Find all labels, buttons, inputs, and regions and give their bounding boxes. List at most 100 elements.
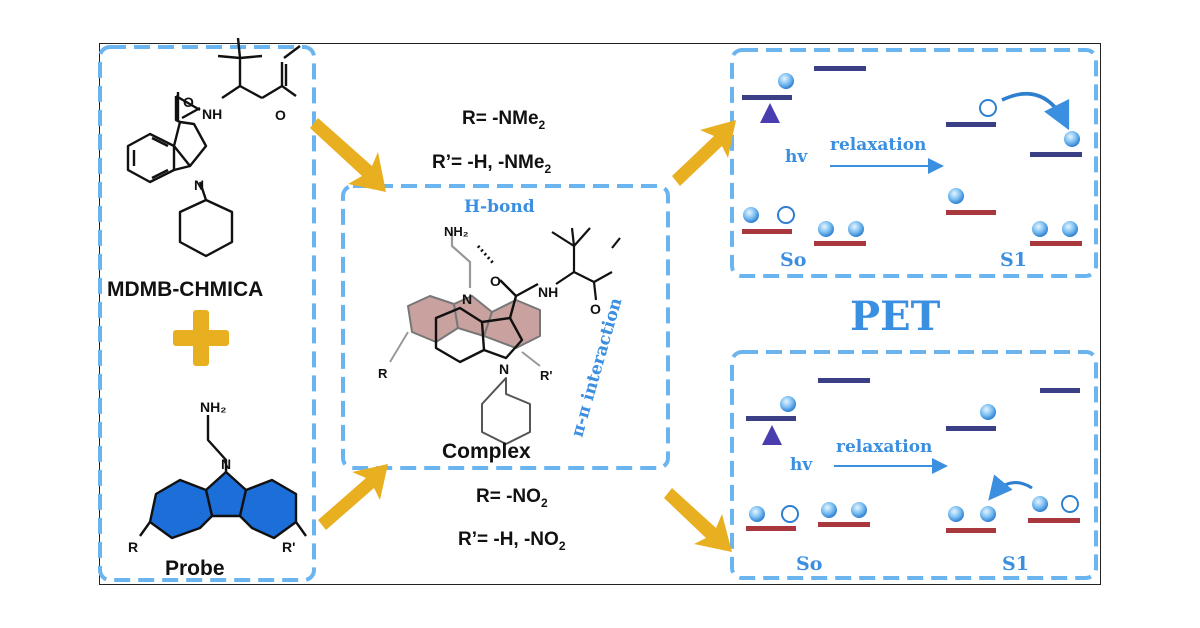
top-rp-text: R’= -H, -NMe: [432, 152, 544, 173]
s0-upper-level: [742, 95, 792, 100]
left-box: [98, 45, 316, 582]
s1-probe-ground: [1028, 518, 1080, 523]
s0-label: So: [796, 553, 822, 575]
s1-ground-level: [946, 210, 996, 215]
bottom-right-box: [730, 350, 1098, 580]
top-r-text: R= -NMe: [462, 108, 539, 129]
dashed-boxes: [98, 45, 1098, 582]
electron: [948, 506, 964, 522]
hole: [979, 99, 997, 117]
mechanism-top: hv relaxation So S1: [742, 66, 1082, 271]
electron-excited: [778, 73, 794, 89]
hv-label: hv: [785, 147, 808, 167]
r-label-probe: R: [128, 539, 138, 555]
n-label-probe: N: [221, 456, 231, 472]
rprime-label-probe: R': [282, 539, 295, 555]
electron: [851, 502, 867, 518]
pet-label: PET: [850, 293, 941, 340]
s0-upper-level: [746, 416, 796, 421]
electron-excited: [780, 396, 796, 412]
arrow-to-bottom-right: [664, 488, 732, 552]
s0-higher-level: [818, 378, 870, 383]
complex-o-amide: O: [490, 273, 501, 289]
hole: [1061, 495, 1079, 513]
electron: [1032, 496, 1048, 512]
s1-ground-level: [946, 528, 996, 533]
top-right-box: [730, 48, 1098, 278]
svg-text:R= -NMe2: R= -NMe2: [462, 108, 546, 132]
s0-higher-level: [814, 66, 866, 71]
top-rp-sub: 2: [544, 162, 551, 176]
conditions-bottom: R= -NO2 R’= -H, -NO2: [458, 486, 566, 553]
s1-label: S1: [1002, 553, 1029, 575]
pipi-interaction-label: π-π interaction: [568, 296, 627, 440]
hole: [777, 206, 795, 224]
nh-label: NH: [202, 106, 222, 122]
probe-label: Probe: [165, 557, 225, 580]
s1-probe-ground: [1030, 241, 1082, 246]
o-label-2: O: [183, 94, 194, 110]
electron: [980, 506, 996, 522]
probe-ground-level: [814, 241, 866, 246]
top-r-sub: 2: [539, 118, 546, 132]
electron: [743, 207, 759, 223]
bottom-r-text: R= -NO: [476, 486, 541, 507]
arrow-to-complex-bottom: [318, 464, 388, 530]
center-box: [341, 184, 670, 470]
s0-label: So: [780, 249, 806, 271]
electron: [749, 506, 765, 522]
hole: [781, 505, 799, 523]
s1-upper-level: [946, 426, 996, 431]
n-label-indole: N: [194, 177, 204, 193]
complex-nh-label: NH: [538, 284, 558, 300]
probe-ground-level: [818, 522, 870, 527]
hbond-label: H-bond: [464, 197, 535, 217]
complex-n-carbazole: N: [462, 291, 472, 307]
hole-transfer-arrow: [988, 474, 1033, 501]
relaxation-label: relaxation: [830, 135, 926, 155]
complex-n-indole: N: [499, 361, 509, 377]
probe-atoms: NH₂ N R R' Probe: [128, 399, 295, 580]
svg-text:R’= -H, -NO2: R’= -H, -NO2: [458, 529, 566, 553]
reaction-arrows: [310, 118, 736, 552]
s1-probe-upper: [1040, 388, 1080, 393]
bottom-rp-sub: 2: [559, 539, 566, 553]
mechanism-bottom: hv relaxation So S1: [746, 378, 1080, 575]
complex-o-ester: O: [590, 301, 601, 317]
electron: [1062, 221, 1078, 237]
electron: [818, 221, 834, 237]
bottom-r-sub: 2: [541, 496, 548, 510]
o-label-1: O: [275, 107, 286, 123]
probe-structure: [139, 415, 307, 540]
bottom-rp-text: R’= -H, -NO: [458, 529, 559, 550]
electron: [821, 502, 837, 518]
electron-transferred: [1064, 131, 1080, 147]
svg-text:R= -NO2: R= -NO2: [476, 486, 548, 510]
conditions-top: R= -NMe2 R’= -H, -NMe2: [432, 108, 551, 176]
electron-excited: [980, 404, 996, 420]
mdmb-chmica-structure: [126, 37, 301, 258]
arrow-to-complex-top: [310, 118, 386, 192]
complex-rprime-label: R': [540, 368, 552, 383]
electron: [948, 188, 964, 204]
s1-upper-level: [946, 122, 996, 127]
electron: [1032, 221, 1048, 237]
electron: [848, 221, 864, 237]
arrow-to-top-right: [672, 120, 736, 186]
mdmb-chmica-label: MDMB-CHMICA: [107, 278, 263, 301]
electron-transfer-arrow: [1001, 92, 1070, 131]
svg-text:R’= -H, -NMe2: R’= -H, -NMe2: [432, 152, 551, 176]
nh2-label: NH₂: [200, 399, 226, 415]
s0-ground-level: [746, 526, 796, 531]
s1-probe-upper: [1030, 152, 1082, 157]
plus-icon: [173, 310, 229, 366]
s0-ground-level: [742, 229, 792, 234]
complex-r-label: R: [378, 366, 388, 381]
mdmb-chmica-atoms: NH O O N MDMB-CHMICA: [107, 94, 286, 301]
complex-label: Complex: [442, 440, 531, 463]
s1-label: S1: [1000, 249, 1027, 271]
hv-label: hv: [790, 455, 813, 475]
complex-nh2-label: NH₂: [444, 224, 469, 239]
complex-structure: [389, 227, 621, 445]
